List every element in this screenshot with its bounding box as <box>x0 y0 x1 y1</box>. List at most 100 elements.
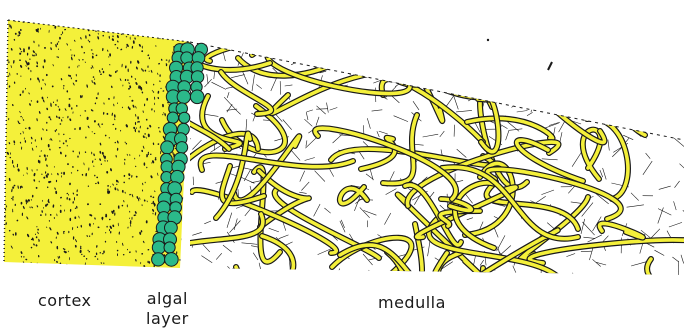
medulla-hatch-line <box>341 59 344 65</box>
lichen-section-illustration <box>0 0 684 278</box>
medulla-hatch-line <box>530 76 537 91</box>
cortex-speckle <box>82 23 84 26</box>
medulla-hatch-line <box>573 273 578 278</box>
cortex-speckle <box>186 204 189 208</box>
medulla-hatch-line <box>510 88 518 96</box>
medulla-hatch-line <box>420 73 432 76</box>
medulla-hatch-line <box>444 70 454 84</box>
cortex-speckle <box>15 232 17 236</box>
medulla-hatch-line <box>373 56 383 61</box>
cortex-speckle <box>183 218 185 222</box>
medulla-hatch-line <box>484 87 491 88</box>
medulla-hatch-line <box>628 71 640 75</box>
cortex-speckle <box>45 267 47 269</box>
medulla-hatch-line <box>515 52 521 55</box>
algal-cell <box>164 242 175 253</box>
algal-layer-label: algal layer <box>146 289 189 329</box>
medulla-hatch-line <box>547 41 553 51</box>
medulla-hatch-line <box>516 73 526 84</box>
cortex-speckle <box>116 268 118 271</box>
medulla-hatch-line <box>604 81 614 84</box>
cortex-speckle <box>95 26 96 29</box>
cortex-label: cortex <box>38 291 91 311</box>
medulla-hatch-line <box>218 43 222 48</box>
medulla-hatch-line <box>274 271 286 278</box>
medulla-label: medulla <box>378 293 446 313</box>
cortex-speckle <box>68 22 70 26</box>
cortex-speckle <box>186 25 188 29</box>
medulla-hatch-line <box>460 83 465 87</box>
cortex-speckle <box>185 18 187 20</box>
cortex-speckle <box>95 24 97 27</box>
cortex-speckle <box>184 234 187 237</box>
cortex-speckle <box>187 229 189 232</box>
medulla-hatch-line <box>296 50 302 63</box>
cortex-speckle <box>4 33 5 35</box>
cortex-speckle <box>172 18 174 20</box>
hypha-outline <box>509 60 572 78</box>
hypha-outline <box>388 37 431 85</box>
medulla-hatch-line <box>379 51 384 56</box>
cortex-speckle <box>70 266 72 269</box>
algal-cell <box>165 221 178 234</box>
cortex-speckle <box>86 21 87 22</box>
medulla-hatch-line <box>601 87 616 96</box>
cortex-speckle <box>60 264 62 267</box>
medulla-hatch-line <box>505 96 515 101</box>
medulla-hatch-line <box>541 99 546 112</box>
algal-cell <box>161 141 174 154</box>
medulla-hatch-line <box>377 53 382 60</box>
medulla-hatch-line <box>233 268 249 274</box>
hypha-strand <box>296 0 328 41</box>
algal-cell <box>176 142 188 154</box>
cortex-speckle <box>46 18 47 21</box>
medulla-hatch-line <box>551 97 555 103</box>
medulla-hatch-line <box>308 47 313 64</box>
medulla-hatch-line <box>563 106 577 109</box>
cortex-speckle <box>34 17 36 20</box>
cortex-speckle <box>9 24 10 27</box>
cortex-speckle <box>37 263 38 266</box>
stray-dot <box>487 39 489 41</box>
cortex-speckle <box>62 17 65 21</box>
cortex-speckle <box>151 20 152 23</box>
cortex-speckle <box>157 30 158 32</box>
hypha-outline <box>572 103 606 116</box>
medulla-hatch-line <box>330 52 341 59</box>
medulla-hatch-line <box>549 49 558 61</box>
cortex-speckle <box>145 26 147 30</box>
medulla-hatch-line <box>380 58 382 67</box>
algal-cell <box>152 253 165 266</box>
cortex-speckle <box>64 17 66 20</box>
medulla-hatch-line <box>578 54 589 66</box>
cortex-speckle <box>131 25 132 27</box>
medulla-hatch-line <box>566 53 578 62</box>
algal-cell <box>161 161 173 173</box>
cortex-speckle <box>65 24 66 26</box>
medulla-hatch-line <box>281 59 295 60</box>
cortex-speckle <box>6 50 7 52</box>
hypha-outline <box>296 0 328 41</box>
medulla-hatch-line <box>301 46 302 60</box>
medulla-hatch-line <box>484 63 493 64</box>
medulla-hatch-line <box>468 51 474 56</box>
cortex-speckle <box>158 127 160 128</box>
medulla-hatch-line <box>566 89 568 98</box>
hypha-outline <box>355 0 387 47</box>
medulla-hatch-line <box>450 46 459 56</box>
cortex-speckle <box>150 267 152 269</box>
cortex-speckle <box>5 36 6 39</box>
cortex-speckle <box>115 24 117 27</box>
hypha-strand <box>623 110 656 130</box>
medulla-hatch-line <box>645 98 646 111</box>
cortex-speckle <box>68 231 69 234</box>
hypha-strand <box>509 60 572 78</box>
cortex-speckle <box>186 170 188 173</box>
cortex-speckle <box>185 174 186 176</box>
cortex-speckle <box>176 25 179 29</box>
cortex-speckle <box>121 25 123 27</box>
hypha-outline <box>640 107 667 125</box>
medulla-hatch-line <box>497 57 504 65</box>
medulla-hatch-line <box>501 45 508 47</box>
medulla-region <box>157 0 684 278</box>
